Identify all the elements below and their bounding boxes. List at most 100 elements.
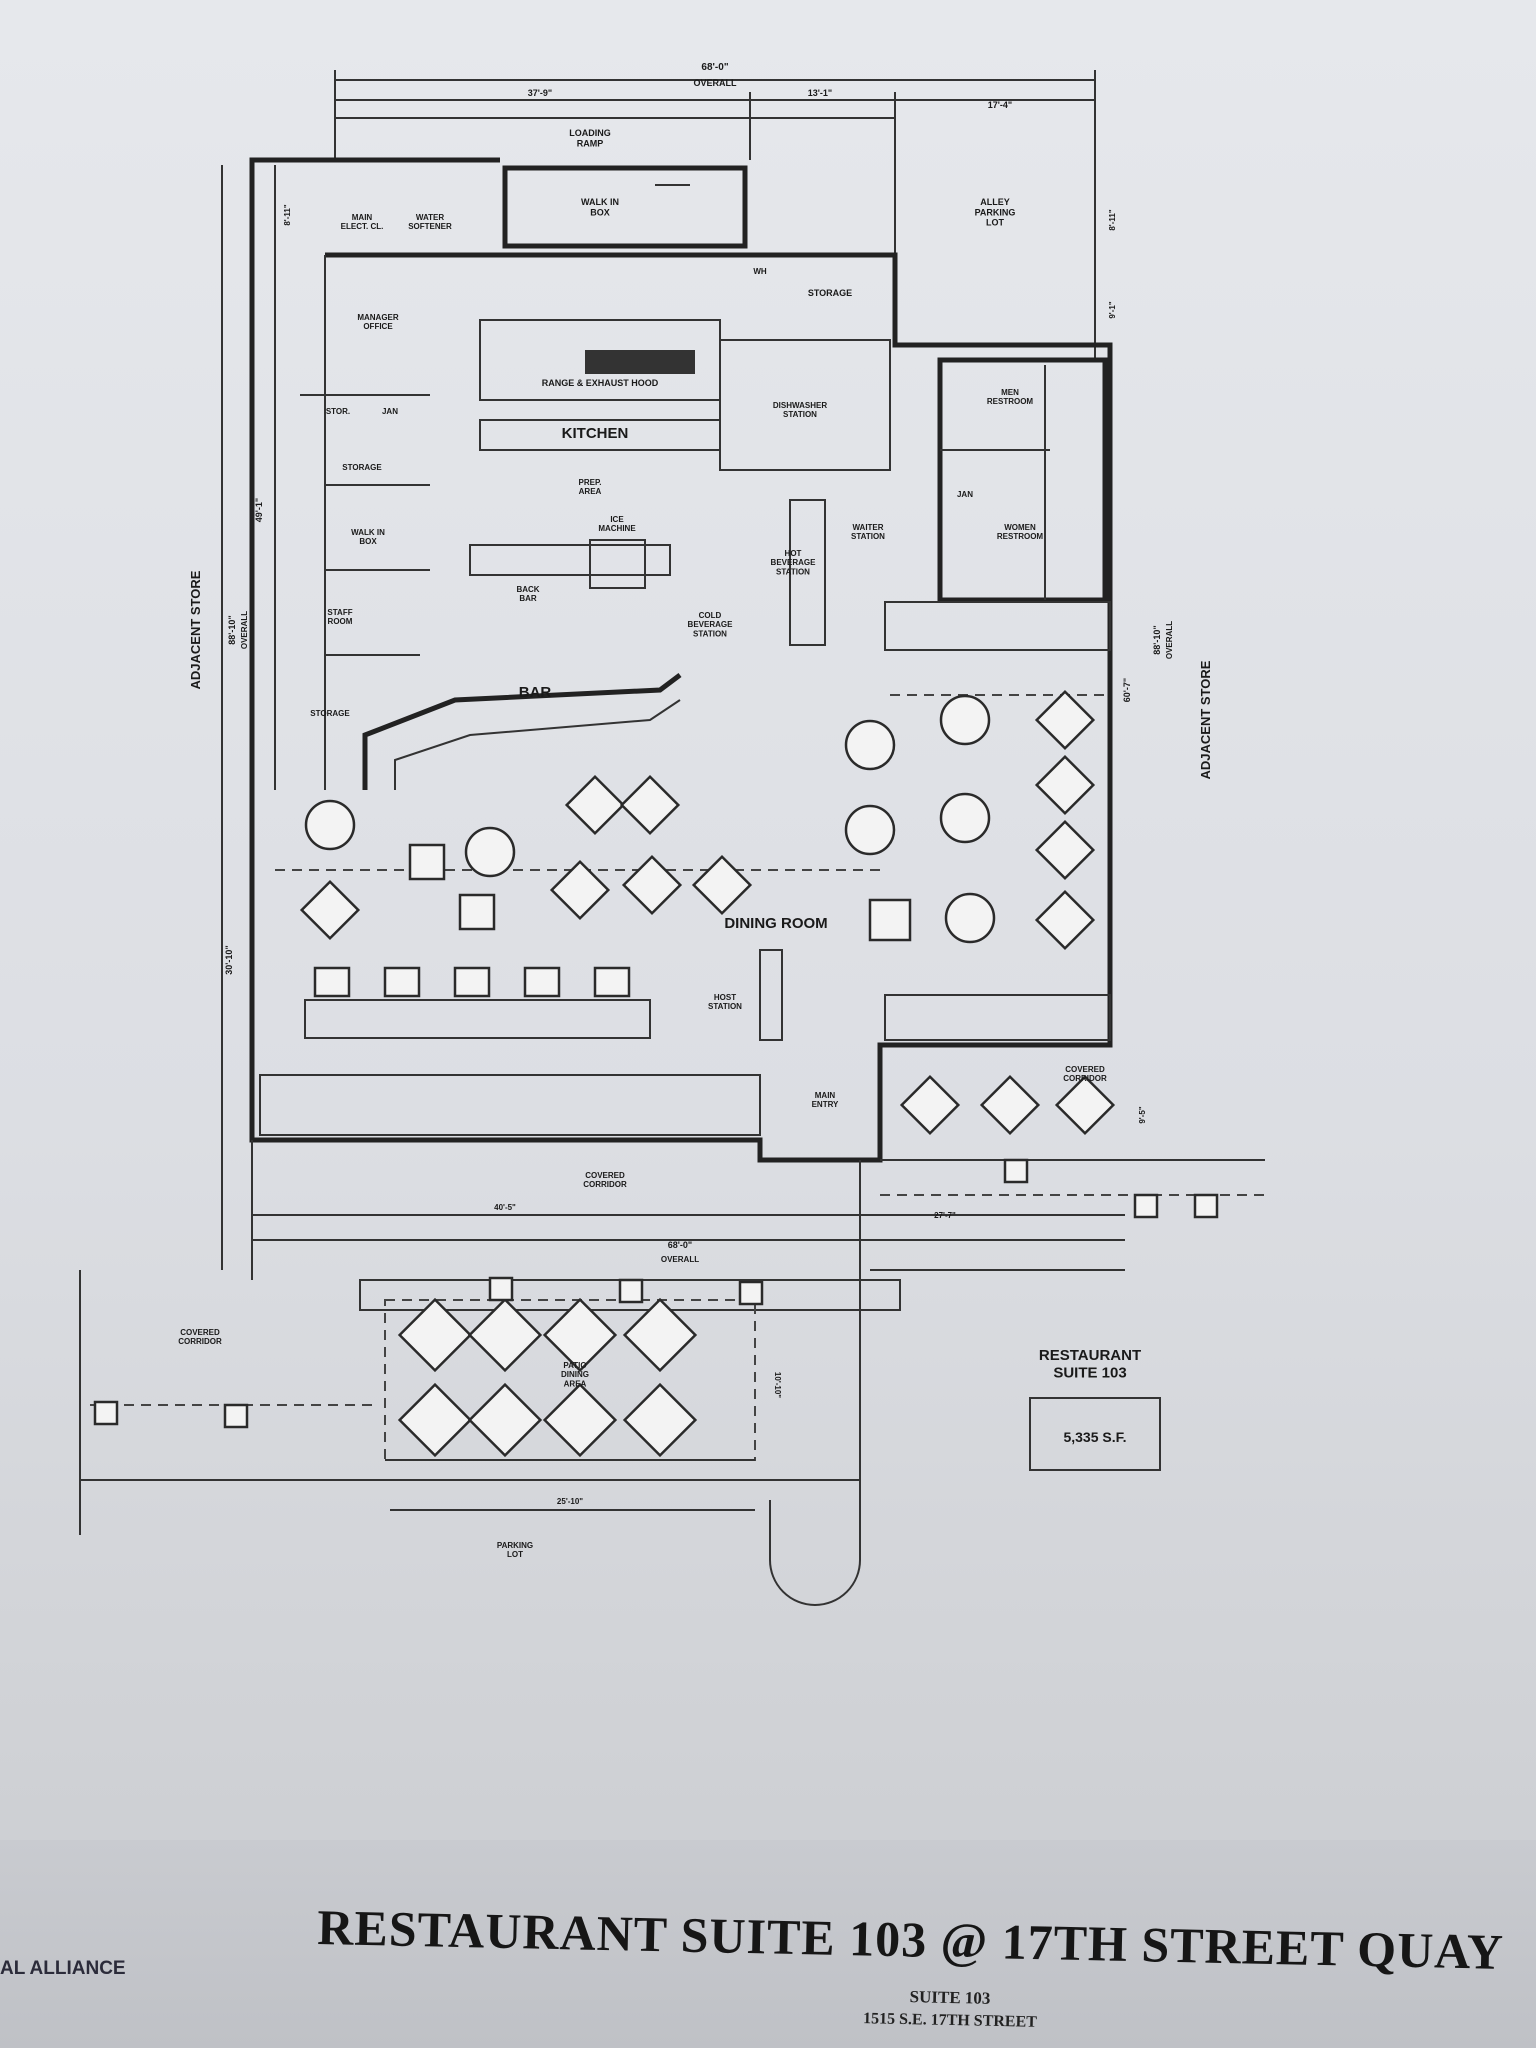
square-table <box>1054 1074 1116 1136</box>
overall-dim-bottom: 68'-0" <box>668 1240 692 1250</box>
patio-table <box>467 1382 543 1458</box>
title-block <box>0 1840 1536 2048</box>
column <box>738 1280 764 1306</box>
bar-counter <box>362 673 682 790</box>
patio-table <box>397 1297 473 1373</box>
overall-dim-bottom-sub: OVERALL <box>661 1255 699 1264</box>
adjacent-store-left-label: ADJACENT STORE <box>188 570 203 689</box>
column <box>488 1276 514 1302</box>
hot-beverage-counter <box>789 499 826 646</box>
column <box>1193 1193 1219 1219</box>
dim-top-right: 17'-4" <box>988 100 1012 110</box>
dim-88-10-left: 88'-10" <box>227 615 237 644</box>
bar-counter-inner <box>394 699 681 790</box>
square-table <box>1034 889 1096 951</box>
dim-9-1: 9'-1" <box>1108 301 1117 318</box>
storage-bottom-label: STORAGE <box>310 709 350 718</box>
square-table <box>299 879 361 941</box>
storage-top-label: STORAGE <box>808 288 852 298</box>
kitchen-label: KITCHEN <box>562 425 629 442</box>
two-top-table <box>313 966 351 998</box>
dim-25-10: 25'-10" <box>557 1497 583 1506</box>
ice-machine <box>589 539 646 589</box>
hood-fill <box>585 350 695 374</box>
prep-area-label: PREP.AREA <box>579 478 602 496</box>
jan-left-label: JAN <box>382 407 398 416</box>
banquette-right-top <box>884 601 1111 651</box>
patio-table <box>542 1382 618 1458</box>
overall-dim-top: 68'-0" <box>701 62 728 73</box>
column <box>1133 1193 1159 1219</box>
two-top-table <box>593 966 631 998</box>
square-table <box>899 1074 961 1136</box>
dim-top-left: 37'-9" <box>528 88 552 98</box>
floor-plan: 68'-0" OVERALL 37'-9" 13'-1" 17'-4" LOAD… <box>79 62 1265 1606</box>
square-table <box>619 774 681 836</box>
dim-8-11-left: 8'-11" <box>283 204 292 225</box>
dim-88-10-left-sub: OVERALL <box>240 611 249 649</box>
patio-table <box>397 1382 473 1458</box>
two-top-table <box>453 966 491 998</box>
patio-table <box>467 1297 543 1373</box>
column <box>1003 1158 1029 1184</box>
area-label: 5,335 S.F. <box>1063 1429 1126 1445</box>
patio-table <box>622 1382 698 1458</box>
booths-lower <box>259 1074 761 1136</box>
jan-right-label: JAN <box>957 490 973 499</box>
storage-left-label: STORAGE <box>342 463 382 472</box>
two-top-table <box>523 966 561 998</box>
company-logo: AL ALLIANCE <box>0 1958 126 1979</box>
overall-dim-top-sub: OVERALL <box>693 78 737 88</box>
square-table <box>1034 819 1096 881</box>
dim-40-5: 40'-5" <box>494 1203 516 1212</box>
range-hood-label: RANGE & EXHAUST HOOD <box>542 378 659 388</box>
host-station-desk <box>759 949 783 1041</box>
dim-88-10-right-sub: OVERALL <box>1165 621 1174 659</box>
square-table <box>1034 689 1096 751</box>
round-table <box>939 694 991 746</box>
dim-9-5: 9'-5" <box>1138 1106 1147 1123</box>
column <box>93 1400 119 1426</box>
square-table <box>621 854 683 916</box>
dim-30-10: 30'-10" <box>224 945 234 974</box>
dim-10-10: 10'-10" <box>773 1372 782 1398</box>
dim-8-11-right: 8'-11" <box>1108 209 1117 230</box>
adjacent-store-right-label: ADJACENT STORE <box>1198 660 1213 779</box>
column <box>223 1403 249 1429</box>
wh-label: WH <box>753 267 767 276</box>
dim-60-7: 60'-7" <box>1122 678 1132 702</box>
dishwasher-station <box>719 339 891 471</box>
round-table <box>304 799 356 851</box>
dining-room-label: DINING ROOM <box>724 915 827 932</box>
dim-top-mid: 13'-1" <box>808 88 832 98</box>
restrooms <box>937 357 1108 603</box>
square-table <box>408 843 446 881</box>
round-table <box>844 719 896 771</box>
patio-table <box>542 1297 618 1373</box>
column <box>618 1278 644 1304</box>
round-table <box>939 792 991 844</box>
banquette-right-bottom <box>884 994 1111 1041</box>
square-table <box>1034 754 1096 816</box>
stor-label: STOR. <box>326 407 350 416</box>
ramp-curve <box>769 1500 861 1606</box>
square-table <box>458 893 496 931</box>
dim-49-1: 49'-1" <box>254 498 264 522</box>
